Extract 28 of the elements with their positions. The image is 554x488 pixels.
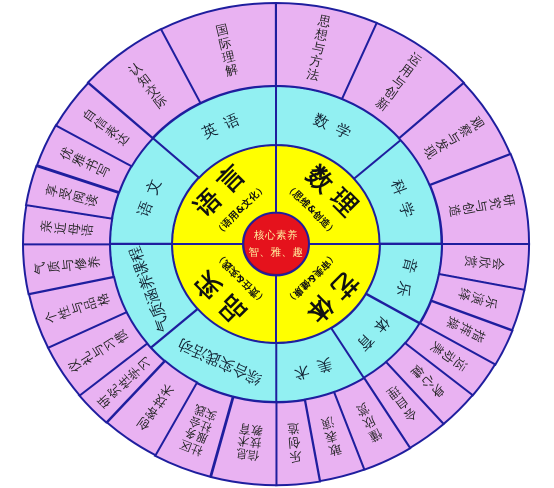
segment-label: 亲近母语 (38, 218, 95, 236)
segment-label: 综合实践活动 (176, 335, 264, 387)
segment-label: 科学 (387, 176, 420, 228)
segment-label: 乐演绎 (456, 287, 500, 312)
segment-label: 创客技术 (134, 381, 176, 434)
segment-label: 气质与修养 (32, 254, 102, 275)
segment-label: 观察与发现 (421, 114, 487, 162)
segment-label: 研究与创造 (447, 192, 518, 219)
segment-label: 会欣赏 (464, 254, 506, 272)
segment-label: 体育 (348, 312, 395, 360)
segment-label: 美术 (284, 353, 336, 383)
segment-label: 个性与品格 (42, 290, 112, 326)
segment-label: 语文 (132, 168, 168, 222)
segment-label: 享受阅读 (44, 182, 101, 208)
segment-label: 英语 (198, 108, 250, 144)
segment-label: 信息技术教育 (233, 422, 264, 463)
segment-label: 懂欣赏 (354, 402, 384, 445)
segment-label: 思想与方法 (305, 13, 332, 84)
segment-label: 气质涵养课程 (126, 244, 173, 334)
segment-label: 音乐 (391, 255, 422, 307)
center-label: 核心素养 (254, 230, 298, 242)
segment-label: 社区服务社会实践 (176, 400, 220, 458)
segment-label: 乐创造 (286, 422, 303, 464)
segment-label: 国际理解 (214, 21, 240, 78)
segment-label: 数学 (310, 108, 362, 146)
segment-label: 敢表演 (319, 415, 343, 459)
center-label: 智、雅、趣 (248, 247, 304, 258)
segment-label: 运用与创新 (373, 50, 424, 114)
